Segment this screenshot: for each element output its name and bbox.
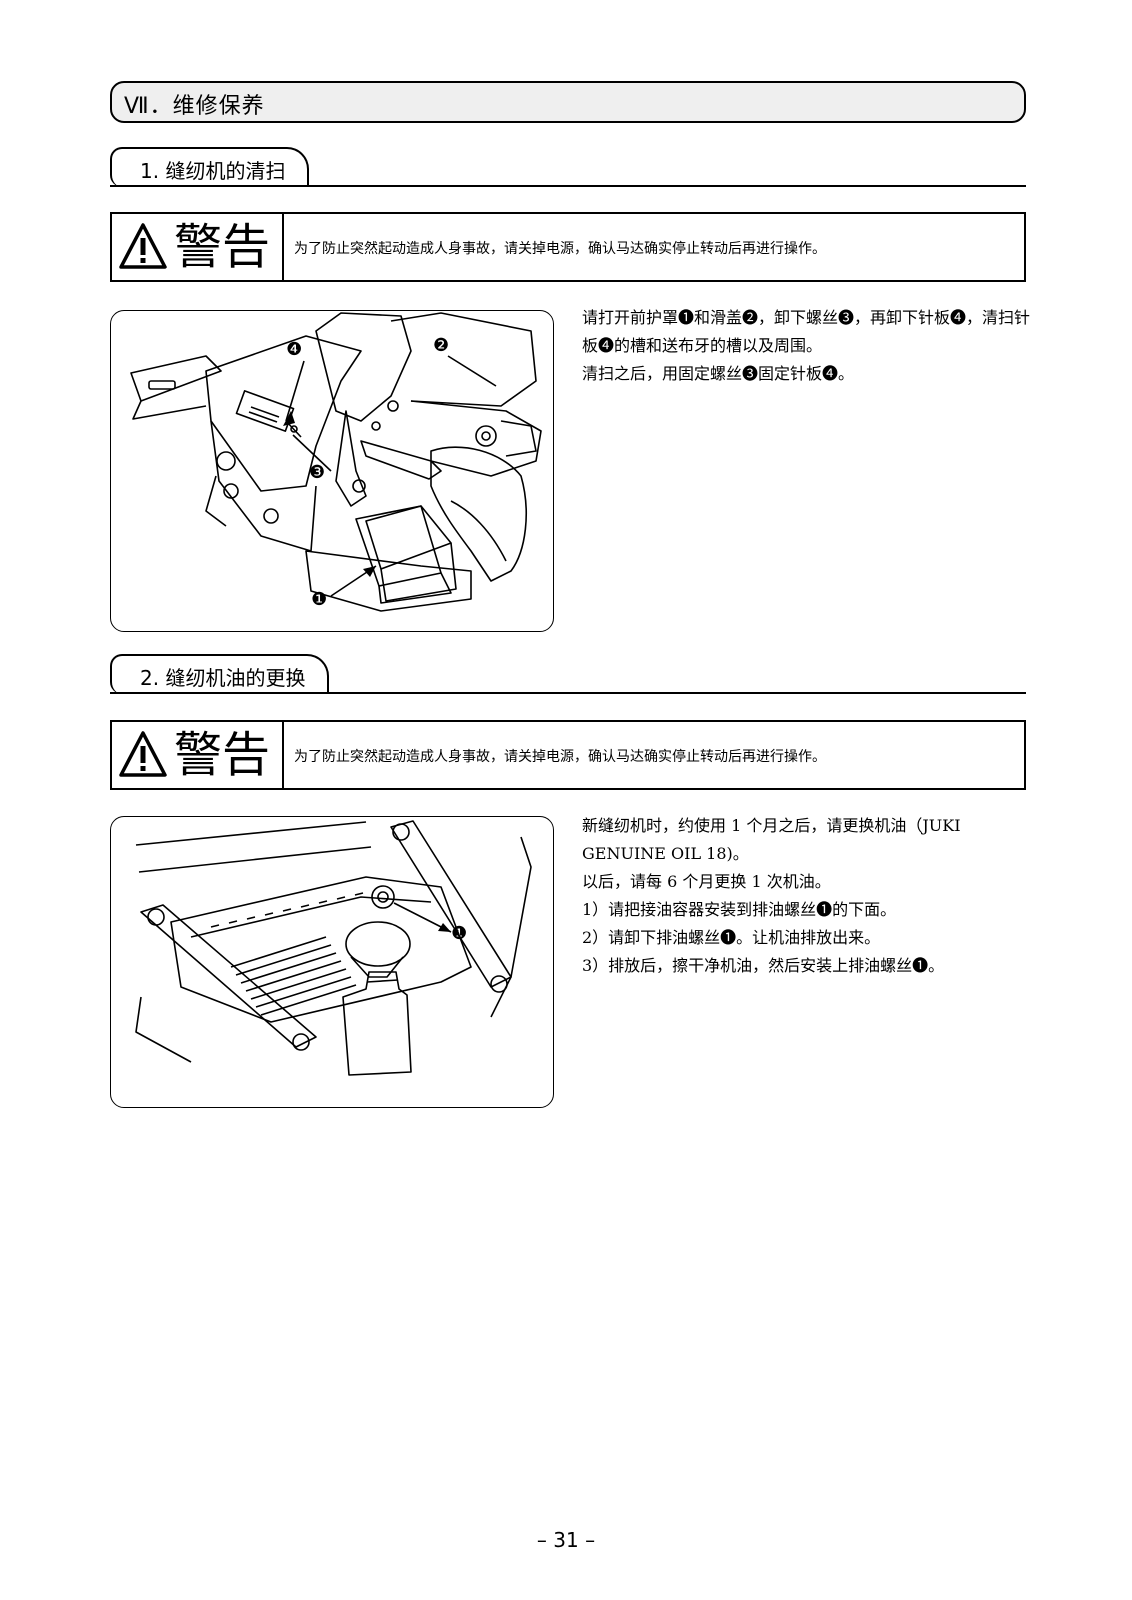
section-2-paragraph: 新缝纫机时，约使用 1 个月之后，请更换机油（JUKI GENUINE OIL …: [582, 816, 961, 863]
section-1-paragraph: 清扫之后，用固定螺丝❸固定针板❹。: [582, 364, 855, 383]
section-2-step: 2）请卸下排油螺丝❶。让机油排放出来。: [582, 928, 881, 947]
section-1-heading: 1. 缝纫机的清扫: [110, 147, 310, 187]
warning-triangle-icon: [119, 731, 167, 777]
section-2-step: 3）排放后，擦干净机油，然后安装上排油螺丝❶。: [582, 956, 945, 975]
section-1-header: 1. 缝纫机的清扫: [110, 147, 1026, 191]
chapter-header: Ⅶ．维修保养: [110, 81, 1026, 123]
callout-4: ❹: [286, 339, 302, 360]
section-1-rule: [110, 185, 1026, 187]
callout-1: ❶: [451, 923, 467, 944]
callout-2: ❷: [433, 335, 449, 356]
section-2-body: 新缝纫机时，约使用 1 个月之后，请更换机油（JUKI GENUINE OIL …: [582, 812, 1032, 980]
oil-change-illustration: ❶: [135, 820, 532, 1076]
callout-3: ❸: [309, 462, 325, 483]
section-2-paragraph: 以后，请每 6 个月更换 1 次机油。: [582, 872, 831, 891]
section-2-rule: [110, 692, 1026, 694]
oil-change-figure: ❶: [110, 816, 554, 1108]
chapter-title: Ⅶ．维修保养: [124, 94, 265, 119]
page-number: – 31 –: [536, 1528, 596, 1552]
callout-1: ❶: [311, 589, 327, 610]
section-2-warning-label-cell: 警告: [112, 722, 284, 788]
section-2-heading: 2. 缝纫机油的更换: [110, 654, 330, 694]
section-2-warning-label: 警告: [174, 727, 271, 783]
section-1-body: 请打开前护罩❶和滑盖❷，卸下螺丝❸，再卸下针板❹，清扫针板❹的槽和送布牙的槽以及…: [582, 304, 1032, 388]
section-1-warning-label: 警告: [174, 219, 271, 275]
section-1-paragraph: 请打开前护罩❶和滑盖❷，卸下螺丝❸，再卸下针板❹，清扫针板❹的槽和送布牙的槽以及…: [582, 308, 1031, 355]
section-2-warning-text: 为了防止突然起动造成人身事故，请关掉电源，确认马达确实停止转动后再进行操作。: [294, 749, 826, 765]
section-2-step: 1）请把接油容器安装到排油螺丝❶的下面。: [582, 900, 897, 919]
section-1-warning-text: 为了防止突然起动造成人身事故，请关掉电源，确认马达确实停止转动后再进行操作。: [294, 241, 826, 257]
section-2-header: 2. 缝纫机油的更换: [110, 654, 1026, 698]
section-1-warning-box: 警告 为了防止突然起动造成人身事故，请关掉电源，确认马达确实停止转动后再进行操作…: [110, 212, 1026, 282]
cleaning-illustration: ❹ ❷ ❸ ❶: [130, 312, 542, 612]
section-1-warning-label-cell: 警告: [112, 214, 284, 280]
cleaning-figure: ❹ ❷ ❸ ❶: [110, 310, 554, 632]
warning-triangle-icon: [119, 223, 167, 269]
section-2-warning-box: 警告 为了防止突然起动造成人身事故，请关掉电源，确认马达确实停止转动后再进行操作…: [110, 720, 1026, 790]
